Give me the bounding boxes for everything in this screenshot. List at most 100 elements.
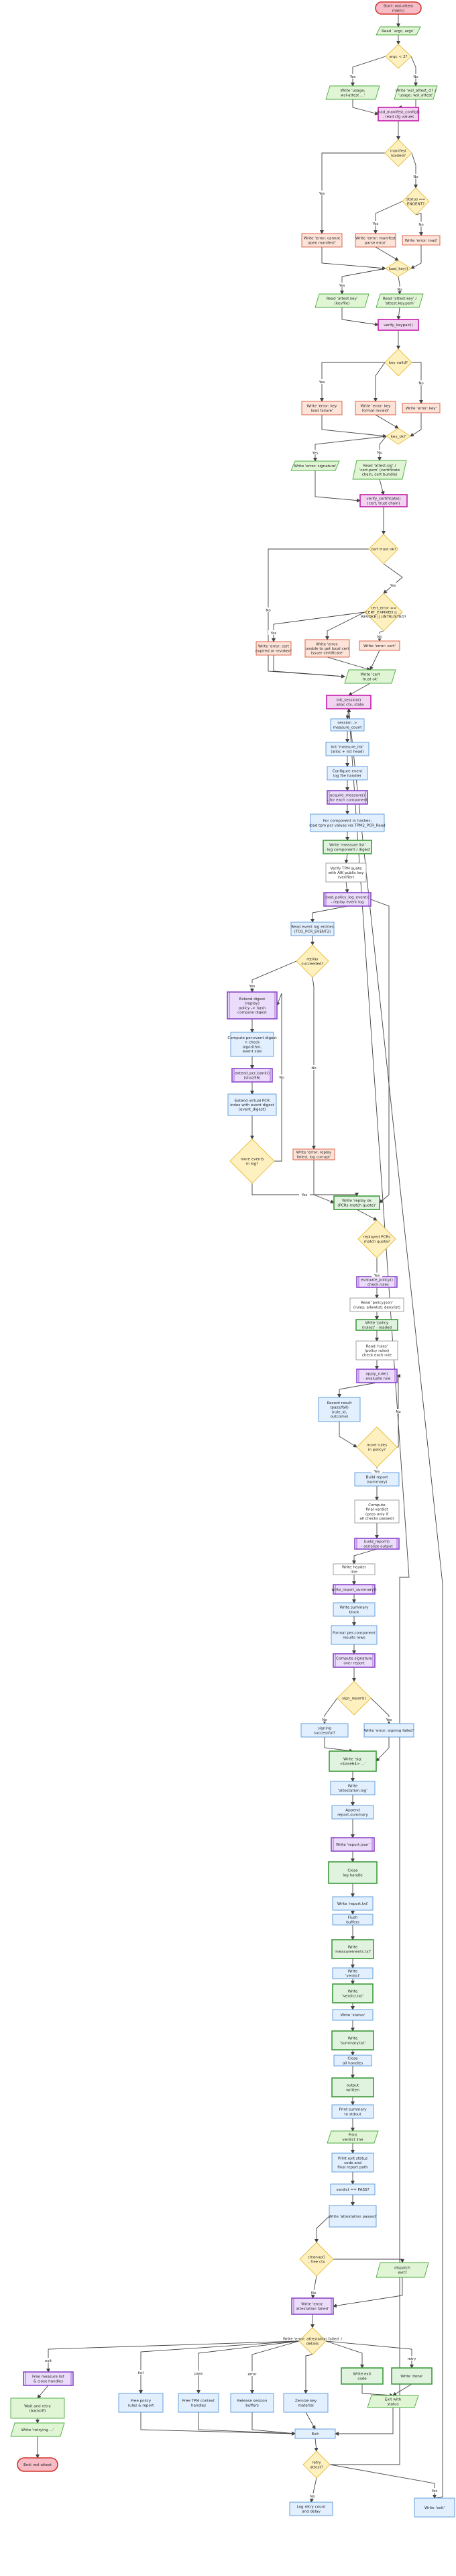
- node-n90-label-0: Free measure list: [32, 2375, 65, 2379]
- edge-label-bg-e8: [394, 287, 405, 291]
- edge-n46-n47: [313, 1160, 335, 1203]
- edge-label-bg-e2: [410, 74, 421, 79]
- node-n4: Write 'usage:wsl-attest ...': [325, 85, 380, 100]
- edge-label-bg-e11: [310, 450, 321, 455]
- node-n11-label-0: Write 'error: load': [405, 239, 438, 243]
- node-n44-label-1: index with event digest: [230, 1103, 274, 1107]
- node-n7-label-1: loaded?: [391, 154, 406, 158]
- edge-label-bg-e30: [247, 2371, 258, 2376]
- edge-n98-n99: [314, 2438, 319, 2452]
- node-n39-label-0: Read event log entries: [291, 926, 333, 930]
- node-n4-label-1: wsl-attest ...': [341, 93, 365, 97]
- node-n30-label-0: init_session(): [337, 699, 361, 703]
- edge-n8-n11: [415, 213, 423, 236]
- edge-n40-n46: [312, 977, 316, 1150]
- edge-label-e5: Yes: [372, 222, 379, 226]
- edge-n66-n67: [376, 1737, 390, 1762]
- node-n55-label-1: in policy?: [368, 1448, 386, 1452]
- edge-n90-n100: [37, 2385, 49, 2399]
- edge-n40-n41: [250, 960, 297, 993]
- node-n8-label-1: ENOENT?: [407, 202, 424, 206]
- node-n27: Write 'error:unable to get local certiss…: [304, 639, 350, 658]
- node-n14-label-0: Read 'attest.key' /: [383, 297, 417, 301]
- edge-label-bg-e15: [268, 630, 279, 635]
- edge-label-e6: No: [418, 224, 423, 228]
- edge-n27-n29: [327, 656, 371, 671]
- edge-n13-n15: [341, 307, 379, 327]
- node-n28: Write 'error: cert': [359, 640, 400, 651]
- node-n79-label-1: all handles: [343, 2061, 363, 2065]
- edge-label-bg-e1: [347, 74, 358, 79]
- node-n32-label-1: (alloc + list head): [331, 750, 364, 754]
- node-n75-label-0: Write: [348, 1970, 358, 1974]
- node-n9-label-1: open manifest': [308, 241, 336, 245]
- edge-n18-n20: [375, 414, 399, 429]
- edge-label-e3: Yes: [319, 192, 325, 196]
- node-n5-label-0: Write 'wsl_attest_cli' /: [396, 89, 437, 93]
- edge-n30-n31: [345, 708, 350, 720]
- node-n27-label-1: unable to get local cert: [305, 647, 349, 651]
- node-n52-label-2: check each rule: [362, 1354, 392, 1358]
- node-n25-label-0: cert_error ==: [371, 606, 397, 610]
- node-n62-label-1: results rows: [343, 1636, 365, 1640]
- node-n31-label-0: session ->: [337, 722, 357, 726]
- node-n25: cert_error ==CERT_EXPIRED || ...REVOKE |…: [361, 593, 406, 632]
- edge-label-bg-e6: [416, 221, 426, 227]
- node-n70: Write 'report.json': [331, 1837, 375, 1852]
- node-n71-label-0: Close: [347, 1869, 358, 1873]
- node-n66: Write 'error: signing failed': [363, 1723, 414, 1738]
- node-n56-label-1: (summary): [367, 1480, 388, 1484]
- edge-n93-n98: [251, 2412, 296, 2436]
- edge-n38-n47: [370, 899, 390, 1203]
- node-n19: Write 'error: key': [402, 403, 441, 413]
- node-n94-label-1: material: [298, 2404, 314, 2408]
- edge-label-bg-e21: [372, 1273, 382, 1277]
- node-n88-label-0: Write 'error:: [301, 2303, 324, 2307]
- node-n13-label-0: Read 'attest.key': [327, 297, 358, 301]
- node-n57-label-0: Compute: [368, 1503, 386, 1507]
- node-n54-label-3: outcome): [331, 1415, 349, 1419]
- edge-n89-n95: [325, 2340, 364, 2369]
- node-n45-label-1: in log?: [246, 1162, 258, 1166]
- edge-label-bg-e14: [263, 607, 274, 612]
- edge-n7-n8: [411, 152, 418, 189]
- node-n43-label-1: (sha256): [244, 1076, 261, 1080]
- node-n89: Write 'error: attestation failed' /detai…: [283, 2327, 342, 2355]
- node-n27-label-2: issuer certificate': [311, 652, 343, 656]
- edge-n37-n38: [345, 881, 349, 893]
- edge-label-bg-e26: [308, 2289, 319, 2295]
- node-n65-label-1: successful?: [314, 1731, 335, 1735]
- node-n26-label-1: expired or revoked': [255, 649, 292, 653]
- edge-n20-n22: [378, 436, 387, 461]
- edge-label-e23: Yes: [374, 1470, 380, 1474]
- node-n49: evaluate_policy()- check rules: [356, 1276, 398, 1288]
- node-n90: Free measure list& close handles: [23, 2371, 74, 2386]
- node-n76-label-0: Write: [348, 1990, 358, 1994]
- node-n54: Record result(pass/fail)(rule_id,outcome…: [318, 1397, 361, 1422]
- node-n35: For component in hashes:load tpm pcr val…: [309, 813, 386, 832]
- node-n37-label-2: (verifier): [338, 876, 354, 880]
- node-n42-label-0: Compute per-event digest: [227, 1036, 277, 1040]
- node-n2: Read `argc, argv`: [376, 26, 421, 36]
- edge-n89-n92: [196, 2340, 300, 2394]
- node-n11: Write 'error: load': [402, 235, 441, 246]
- edge-n22-n23: [379, 479, 385, 495]
- node-n55-label-0: more rules: [367, 1444, 387, 1448]
- edge-label-bg-e31: [406, 2356, 417, 2361]
- node-n15: verify_keypair(): [378, 319, 419, 331]
- edge-label-bg-e12: [374, 450, 385, 454]
- node-n44-label-0: Extend virtual PCR: [235, 1099, 270, 1103]
